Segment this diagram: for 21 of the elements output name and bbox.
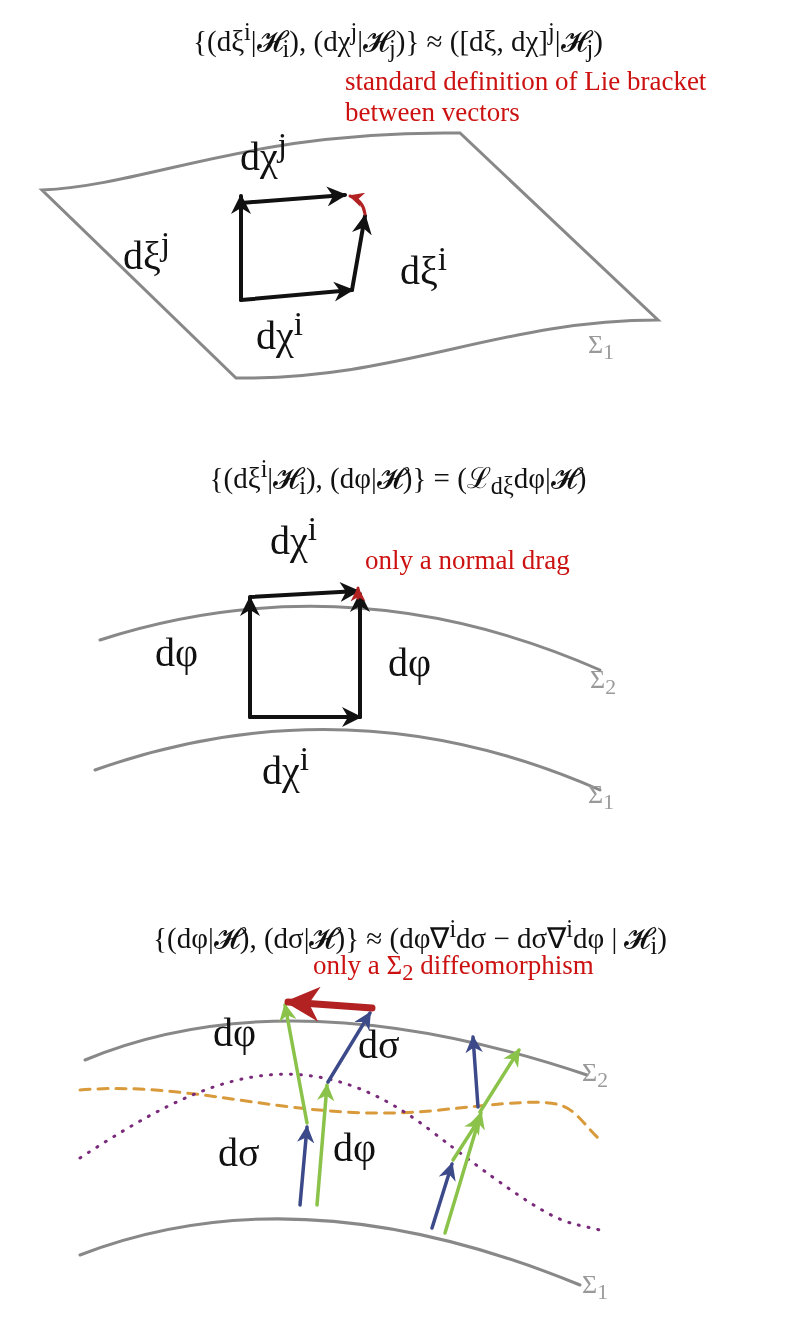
vector-label: dχ$^{i}$: [270, 510, 318, 565]
vector-label: dξ$^{j}$: [123, 225, 171, 280]
vector-label: dχ$^{i}$: [256, 305, 304, 360]
vector-label: dσ: [218, 1130, 260, 1176]
vector-label: dφ: [213, 1010, 257, 1056]
surface-label: Σ$_{1}$: [588, 780, 614, 816]
vector-label: dφ: [333, 1125, 377, 1171]
annotation-note: only a normal drag: [365, 545, 570, 577]
vector-label: dξ$^{i}$: [400, 240, 448, 295]
vector-label: dφ: [155, 630, 199, 676]
vector-label: dχ$^{j}$: [240, 126, 288, 181]
surface-label: Σ$_{1}$: [582, 1270, 608, 1306]
surface-label: Σ$_{2}$: [582, 1058, 608, 1094]
vector-label: dχ$^{i}$: [262, 740, 310, 795]
annotation-note: standard definition of Lie bracket between vectors: [345, 66, 708, 129]
vector-label: dσ: [358, 1022, 400, 1068]
equation: {(dξ$^{i}$|𝓗$_{i}$), (dφ|𝓗)} = (ℒ$_{dξ}$dφ|𝓗): [209, 455, 587, 501]
vector-label: dφ: [388, 640, 432, 686]
surface-label: Σ$_{2}$: [590, 665, 616, 701]
surface-label: Σ$_{1}$: [588, 330, 614, 366]
equation: {(dξ$^{i}$|𝓗$_{i}$), (dχ$^{j}$|𝓗$_{j}$)} ≈ ([dξ, dχ]$^{j}$|𝓗$_{j}$): [193, 18, 603, 64]
